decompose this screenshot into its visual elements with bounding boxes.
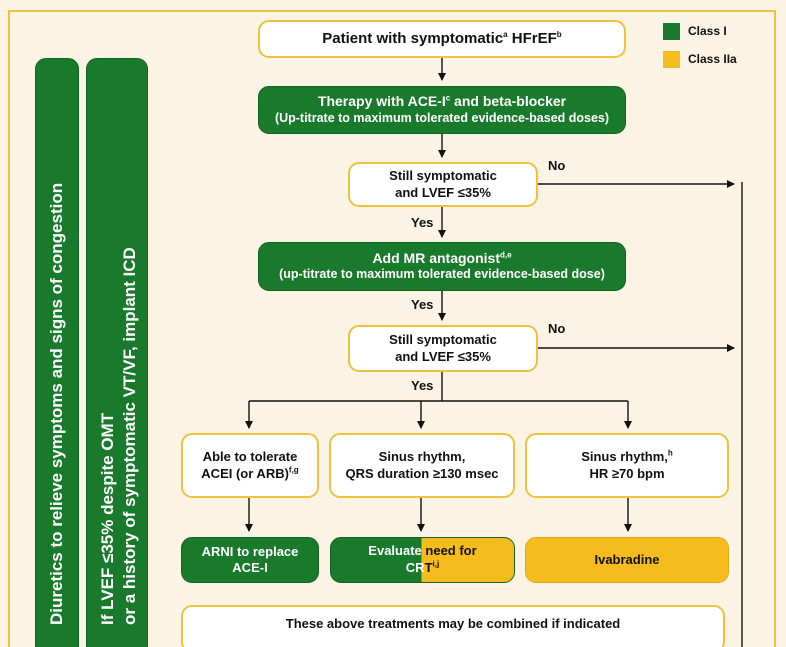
mra-line1: Add MR antagonist: [372, 249, 500, 266]
check2-line2: and LVEF ≤35%: [395, 348, 491, 364]
combined-text: These above treatments may be combined i…: [285, 615, 621, 631]
check1-line1: Still symptomatic: [389, 168, 497, 184]
footnote-b: b: [556, 29, 562, 39]
icd-text-line1: If LVEF ≤35% despite OMT: [98, 412, 117, 625]
crt-part1a: Evaluate: [368, 543, 422, 559]
check1-line2: and LVEF ≤35%: [395, 184, 491, 200]
legend-swatch-class-i: [663, 23, 680, 40]
node-still-symptomatic-1: Still symptomatic and LVEF ≤35%: [348, 162, 538, 207]
ivabradine-text: Ivabradine: [594, 551, 660, 567]
node-able-to-tolerate: Able to tolerate ACEI (or ARB)f,g: [181, 433, 319, 498]
tolerate-line2: ACEI (or ARB): [201, 465, 289, 481]
label-no-1: No: [548, 158, 566, 173]
tolerate-line1: Able to tolerate: [202, 449, 298, 465]
node-still-symptomatic-2: Still symptomatic and LVEF ≤35%: [348, 325, 538, 372]
footnote-a: a: [503, 29, 508, 39]
check2-line1: Still symptomatic: [389, 332, 497, 348]
therapy-line1: Therapy with ACE-I: [317, 93, 446, 110]
icd-bar: If LVEF ≤35% despite OMT or a history of…: [86, 58, 148, 647]
node-sinus-hr: Sinus rhythm,h HR ≥70 bpm: [525, 433, 729, 498]
footnote-de: d,e: [499, 250, 512, 260]
diagram-frame: [8, 10, 776, 647]
therapy-line2: (Up-titrate to maximum tolerated evidenc…: [274, 110, 610, 125]
start-text2: HFrEF: [507, 29, 557, 47]
arni-line2: ACE-I: [232, 560, 268, 575]
node-evaluate-crt: Evaluate need for CRTi,j: [330, 537, 515, 583]
crt-part2b: T: [424, 560, 433, 575]
label-no-2: No: [548, 321, 566, 336]
sinus-hr-line2: HR ≥70 bpm: [589, 465, 665, 481]
node-ivabradine: Ivabradine: [525, 537, 729, 583]
node-therapy-acei-bb: Therapy with ACE-Ic and beta-blocker (Up…: [258, 86, 626, 134]
footnote-fg: f,g: [288, 465, 299, 475]
arni-line1: ARNI to replace: [201, 543, 299, 559]
node-patient-symptomatic: Patient with symptomatica HFrEFb: [258, 20, 626, 58]
footnote-c: c: [445, 93, 451, 103]
sinus-qrs-line2: QRS duration ≥130 msec: [345, 465, 499, 481]
crt-part1b: need for: [421, 543, 477, 559]
diuretics-bar: Diuretics to relieve symptoms and signs …: [35, 58, 79, 647]
icd-text-line2: or a history of symptomatic VT/VF, impla…: [120, 247, 139, 625]
label-yes-1: Yes: [411, 215, 434, 230]
footnote-h: h: [667, 448, 673, 458]
therapy-line1b: and beta-blocker: [450, 93, 567, 110]
node-combined-treatments: These above treatments may be combined i…: [181, 605, 725, 647]
sinus-hr-line1: Sinus rhythm,: [581, 449, 668, 465]
start-text: Patient with symptomatic: [322, 29, 504, 47]
label-yes-3: Yes: [411, 378, 434, 393]
legend-label-class-i: Class I: [688, 24, 727, 38]
node-add-mr-antagonist: Add MR antagonistd,e (up-titrate to maxi…: [258, 242, 626, 291]
legend-label-class-iia: Class IIa: [688, 52, 737, 66]
crt-part2a: CR: [405, 560, 425, 575]
label-yes-2: Yes: [411, 297, 434, 312]
node-sinus-qrs: Sinus rhythm, QRS duration ≥130 msec: [329, 433, 515, 498]
footnote-ij: i,j: [432, 559, 440, 569]
mra-line2: (up-titrate to maximum tolerated evidenc…: [279, 267, 605, 282]
legend-swatch-class-iia: [663, 51, 680, 68]
sinus-qrs-line1: Sinus rhythm,: [378, 449, 466, 465]
diuretics-text: Diuretics to relieve symptoms and signs …: [47, 182, 66, 625]
node-arni: ARNI to replace ACE-I: [181, 537, 319, 583]
